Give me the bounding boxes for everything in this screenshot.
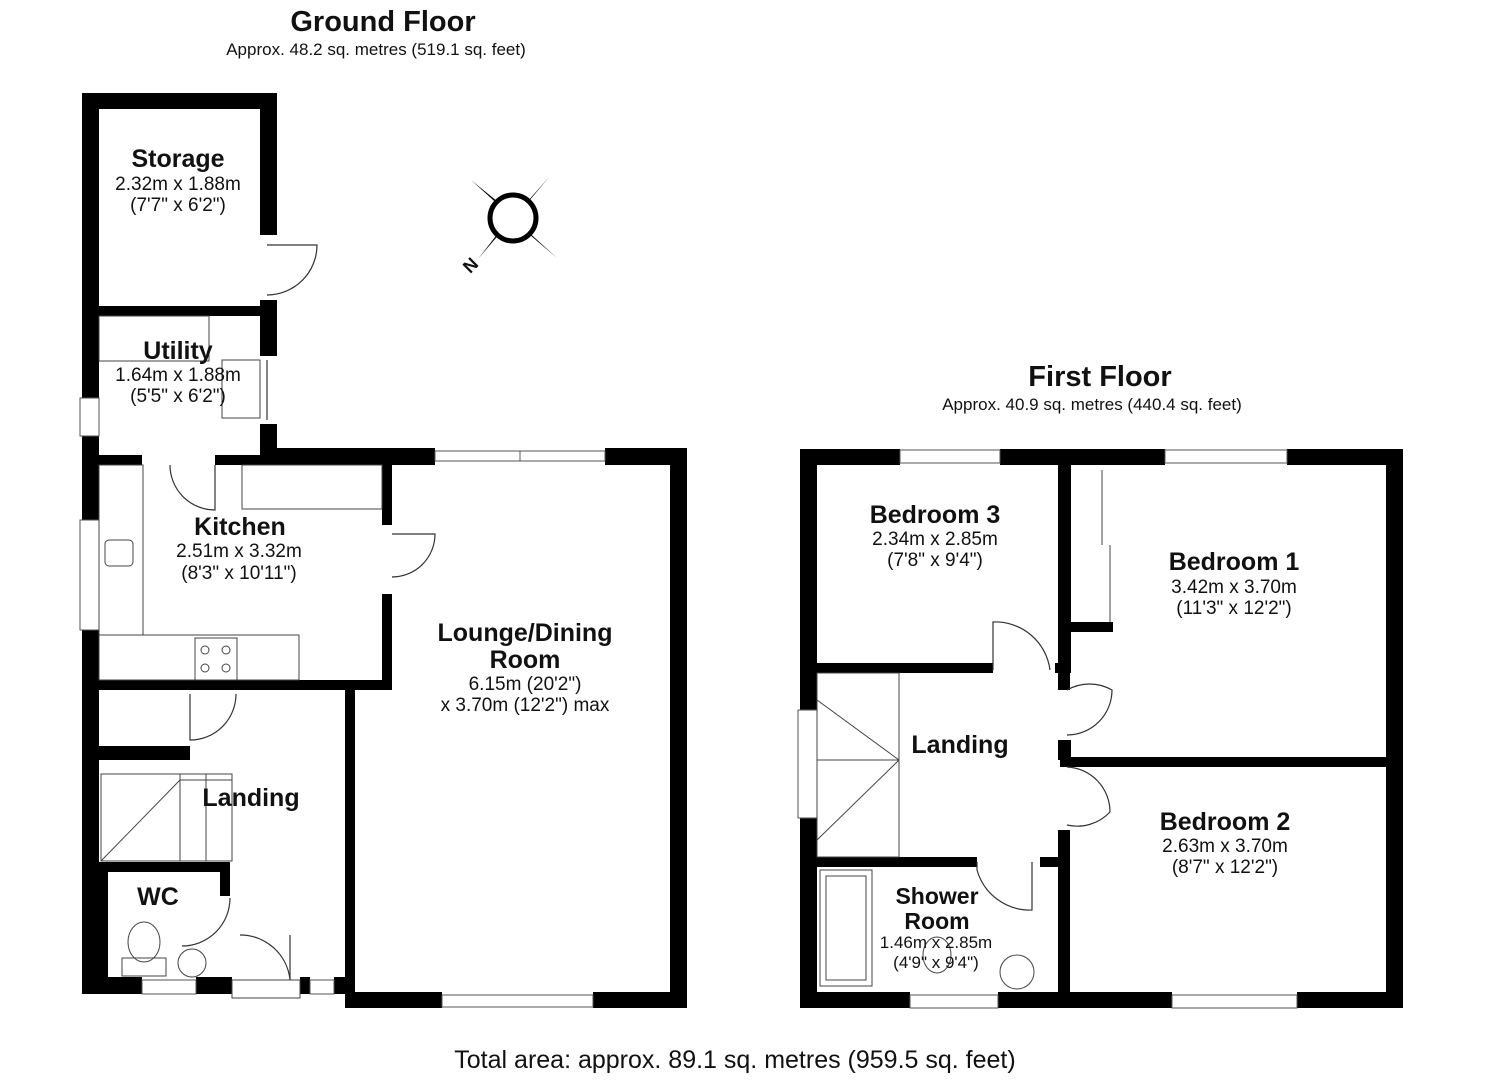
room-name: Storage bbox=[131, 145, 224, 173]
room-landing-first: Landing bbox=[911, 731, 1008, 759]
room-utility: Utility 1.64m x 1.88m (5'5" x 6'2") bbox=[115, 337, 241, 407]
total-area: Total area: approx. 89.1 sq. metres (959… bbox=[454, 1046, 1015, 1074]
ground-floor-walls bbox=[82, 93, 687, 1008]
first-floor-title: First Floor bbox=[1028, 361, 1171, 393]
room-bedroom-3: Bedroom 3 2.34m x 2.85m (7'8" x 9'4") bbox=[870, 501, 1001, 571]
room-wc: WC bbox=[137, 883, 179, 911]
room-dimensions-metric: 2.51m x 3.32m bbox=[176, 541, 302, 562]
room-name-line-1: Lounge/Dining bbox=[438, 619, 613, 647]
room-dimensions-imperial: (7'8" x 9'4") bbox=[887, 550, 983, 571]
room-shower: Shower Room 1.46m x 2.85m (4'9" x 9'4") bbox=[880, 883, 992, 972]
room-name: Bedroom 1 bbox=[1169, 548, 1300, 576]
room-name: Utility bbox=[143, 337, 213, 365]
room-dimensions-metric: 2.63m x 3.70m bbox=[1162, 836, 1288, 857]
first-floor-area: Approx. 40.9 sq. metres (440.4 sq. feet) bbox=[942, 395, 1242, 414]
room-dimensions-imperial: (8'3" x 10'11") bbox=[181, 563, 296, 584]
room-dimensions-imperial: (8'7" x 12'2") bbox=[1172, 857, 1278, 878]
room-dimensions-line-1: 6.15m (20'2") bbox=[469, 674, 582, 695]
ground-floor-title: Ground Floor bbox=[290, 6, 475, 38]
room-name: Bedroom 3 bbox=[870, 501, 1001, 529]
room-dimensions-imperial: (5'5" x 6'2") bbox=[130, 386, 226, 407]
room-name: Kitchen bbox=[194, 513, 286, 541]
room-dimensions-imperial: (7'7" x 6'2") bbox=[130, 195, 226, 216]
room-dimensions-line-2: x 3.70m (12'2") max bbox=[441, 695, 610, 716]
room-dimensions-metric: 2.32m x 1.88m bbox=[115, 174, 241, 195]
room-bedroom-2: Bedroom 2 2.63m x 3.70m (8'7" x 12'2") bbox=[1160, 808, 1291, 878]
room-dimensions-metric: 3.42m x 3.70m bbox=[1171, 577, 1297, 598]
room-storage: Storage 2.32m x 1.88m (7'7" x 6'2") bbox=[115, 145, 241, 216]
room-dimensions-imperial: (4'9" x 9'4") bbox=[893, 953, 979, 972]
room-dimensions-imperial: (11'3" x 12'2") bbox=[1176, 598, 1291, 619]
first-floor-fittings bbox=[797, 449, 1298, 1009]
room-bedroom-1: Bedroom 1 3.42m x 3.70m (11'3" x 12'2") bbox=[1169, 548, 1300, 619]
ground-floor-area: Approx. 48.2 sq. metres (519.1 sq. feet) bbox=[226, 40, 526, 59]
room-name: Bedroom 2 bbox=[1160, 808, 1291, 836]
room-name-line-1: Shower bbox=[895, 883, 978, 909]
ground-floor-doors bbox=[169, 244, 436, 981]
room-name-line-2: Room bbox=[904, 908, 969, 934]
compass-north-label: N bbox=[459, 254, 482, 277]
room-name-line-2: Room bbox=[490, 646, 561, 674]
ground-floor-fittings bbox=[79, 315, 606, 1008]
room-dimensions-metric: 1.64m x 1.88m bbox=[115, 365, 241, 386]
room-lounge-dining: Lounge/Dining Room 6.15m (20'2") x 3.70m… bbox=[438, 619, 613, 716]
room-kitchen: Kitchen 2.51m x 3.32m (8'3" x 10'11") bbox=[176, 513, 302, 584]
room-dimensions-metric: 1.46m x 2.85m bbox=[880, 933, 992, 952]
room-dimensions-metric: 2.34m x 2.85m bbox=[872, 529, 998, 550]
compass-icon: N bbox=[459, 176, 557, 277]
first-floor-doors bbox=[976, 621, 1113, 911]
room-landing-ground: Landing bbox=[202, 784, 299, 812]
